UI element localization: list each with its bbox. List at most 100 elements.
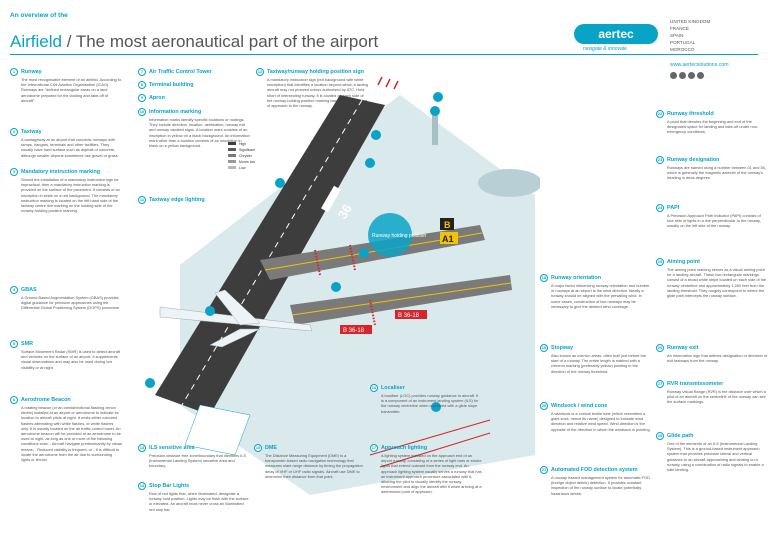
legend-item: Chrysler bbox=[239, 154, 253, 158]
entry-title: ILS sensitive area bbox=[149, 445, 195, 451]
entry-body: Should the installation of a mandatory i… bbox=[21, 177, 120, 214]
legend: High Significant Chrysler Morris low Low bbox=[228, 142, 255, 170]
entry-number: 16 bbox=[370, 384, 378, 392]
entry-body: Also known as overrun areas, often built… bbox=[551, 353, 646, 374]
entry-title: Windsock / wind cone bbox=[551, 403, 608, 409]
tagline: navigate & innovate bbox=[583, 46, 627, 52]
taxiway-2 bbox=[290, 275, 512, 325]
entry-body: Information marks identify specific loca… bbox=[149, 117, 250, 149]
entry-number: 28 bbox=[656, 432, 664, 440]
entry-title: Runway bbox=[21, 69, 42, 75]
localiser-array bbox=[369, 419, 491, 468]
holding-position-sign bbox=[395, 310, 427, 319]
entry-body: A Ground Based Augmentation System (GBAS… bbox=[21, 295, 121, 311]
entry-number: 18 bbox=[540, 274, 548, 282]
entry-number: 14 bbox=[138, 482, 146, 490]
entry-body: A carriageway at an airport that connect… bbox=[21, 137, 119, 158]
entry-number: 9 bbox=[138, 94, 146, 102]
entry-body: An information sign that defines designa… bbox=[667, 353, 768, 364]
entry-title: SMR bbox=[21, 341, 33, 347]
entry-title: PAPI bbox=[667, 205, 680, 211]
youtube-icon[interactable] bbox=[688, 72, 695, 79]
entry-title: Air Traffic Control Tower bbox=[149, 69, 212, 75]
legend-item: Low bbox=[239, 166, 246, 170]
country: FRANCE bbox=[670, 26, 689, 31]
tower-cab bbox=[430, 106, 440, 116]
entry-title: Approach lighting bbox=[381, 445, 428, 451]
entry-number: 15 bbox=[254, 444, 262, 452]
location-sign-b-label: B bbox=[444, 220, 451, 230]
entry-body: A major factor influencing runway orient… bbox=[551, 283, 650, 309]
logo-text: aertec bbox=[598, 27, 634, 41]
entry-title: Stopway bbox=[551, 345, 574, 351]
entry-body: Row of red lights that, when illuminated… bbox=[149, 491, 249, 512]
entry-title: Automated FOD detection system bbox=[551, 467, 638, 473]
approach-lighting bbox=[377, 76, 399, 90]
entry-number: 20 bbox=[540, 402, 548, 410]
air-traffic-control-tower bbox=[432, 113, 438, 145]
direction-sign-a1 bbox=[440, 232, 458, 244]
terminal-building bbox=[478, 169, 540, 197]
website-link[interactable]: www.aertecsolutions.com bbox=[670, 62, 729, 68]
entry-number: 12 bbox=[256, 68, 264, 76]
country: MOROCCO bbox=[670, 47, 695, 52]
entry-body: A mandatory instruction sign (red backgr… bbox=[267, 77, 368, 109]
direction-sign-a1-label: A1 bbox=[442, 234, 454, 244]
entry-title: RVR transmissometer bbox=[667, 381, 724, 387]
entry-title: Stop Bar Lights bbox=[149, 483, 190, 489]
entry-title: Aiming point bbox=[667, 259, 700, 265]
entry-number: 7 bbox=[138, 68, 146, 76]
entry-number: 1 bbox=[10, 68, 18, 76]
entry-body: A windsock is a conical textile tube (wh… bbox=[551, 411, 651, 432]
entry-number: 13 bbox=[138, 444, 146, 452]
title-bold: Airfield bbox=[10, 32, 62, 51]
entry-body: Precision obstacle free zone/boundary th… bbox=[149, 453, 247, 469]
rss-icon[interactable] bbox=[697, 72, 704, 79]
entry-number: 5 bbox=[10, 340, 18, 348]
aertec-logo[interactable]: aertec bbox=[574, 24, 658, 44]
entry-body: A localiser (LOC) provides runway guidan… bbox=[381, 393, 479, 414]
entry-title: Aerodrome Beacon bbox=[21, 397, 71, 403]
page-title: Airfield / The most aeronautical part of… bbox=[10, 32, 378, 52]
mandatory-sign-2 bbox=[340, 325, 372, 334]
entry-number: 23 bbox=[656, 156, 664, 164]
entry-title: Runway orientation bbox=[551, 275, 602, 281]
legend-item: Morris low bbox=[239, 160, 255, 164]
entry-number: 8 bbox=[138, 81, 146, 89]
entry-body: One of the elements of an ILS (Instrumen… bbox=[667, 441, 764, 473]
entry-title: DME bbox=[265, 445, 277, 451]
entry-body: A rotating beacon (or an omnidirectional… bbox=[21, 405, 122, 463]
entry-number: 27 bbox=[656, 380, 664, 388]
twitter-icon[interactable] bbox=[679, 72, 686, 79]
entry-title: GBAS bbox=[21, 287, 37, 293]
entry-number: 26 bbox=[656, 344, 664, 352]
entry-number: 10 bbox=[138, 108, 146, 116]
entry-number: 6 bbox=[10, 396, 18, 404]
holding-position-callout bbox=[368, 213, 412, 257]
entry-title: Runway designation bbox=[667, 157, 720, 163]
social-icons bbox=[670, 72, 704, 79]
linkedin-icon[interactable] bbox=[670, 72, 677, 79]
entry-title: Mandatory instruction marking bbox=[21, 169, 101, 175]
ils-sensitive-area bbox=[184, 404, 251, 456]
entry-number: 24 bbox=[656, 204, 664, 212]
entry-number: 2 bbox=[10, 128, 18, 136]
legend-item: Significant bbox=[239, 148, 255, 152]
header-rule bbox=[10, 54, 758, 55]
